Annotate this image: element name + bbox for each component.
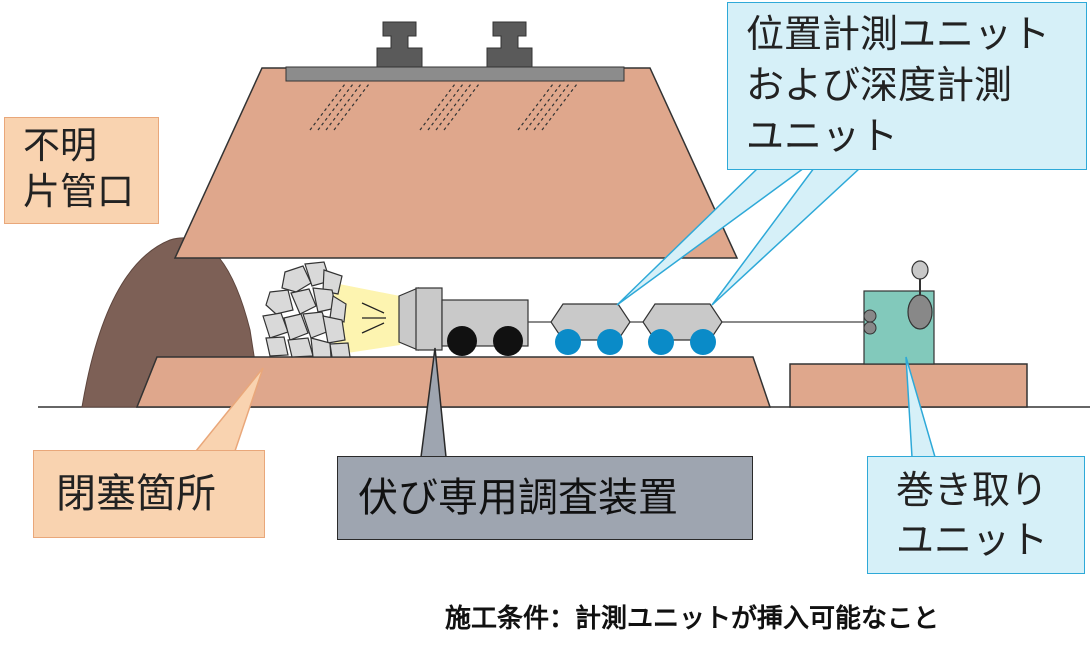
pulley-icon bbox=[863, 321, 877, 335]
rail-icon bbox=[376, 21, 423, 68]
device-label: 伏び専用調査装置 bbox=[337, 456, 753, 540]
survey-device bbox=[398, 287, 529, 356]
rail-icon bbox=[486, 21, 533, 68]
closure-label: 閉塞箇所 bbox=[33, 450, 265, 538]
position-unit-label-line3: ユニット bbox=[746, 114, 899, 158]
closure-label-text: 閉塞箇所 bbox=[56, 471, 216, 517]
callout-tail-position-2 bbox=[711, 167, 862, 306]
position-unit-label: 位置計測ユニット および深度計測 ユニット bbox=[727, 2, 1087, 170]
winder-label-line1: 巻き取り bbox=[896, 468, 1049, 512]
construction-condition-text: 施工条件：計測ユニットが挿入可能なこと bbox=[445, 604, 940, 634]
debris-icon bbox=[262, 261, 351, 358]
pulley-icon bbox=[863, 309, 877, 323]
winder-label: 巻き取り ユニット bbox=[867, 456, 1085, 574]
wheel-icon bbox=[493, 326, 523, 356]
reel-icon bbox=[907, 294, 933, 330]
pipe-bed-lower bbox=[135, 356, 772, 408]
position-unit-label-line2: および深度計測 bbox=[746, 63, 1013, 107]
wheel-icon bbox=[648, 329, 674, 355]
wheel-icon bbox=[690, 329, 716, 355]
unknown-pipe-label: 不明 片管口 bbox=[4, 117, 159, 224]
device-label-text: 伏び専用調査装置 bbox=[358, 475, 678, 521]
embankment-hatching bbox=[309, 83, 578, 131]
rail-plate bbox=[285, 66, 625, 82]
device-camera-block bbox=[415, 287, 443, 351]
measurement-cart-2 bbox=[642, 303, 723, 355]
unknown-pipe-label-line1: 不明 bbox=[23, 124, 97, 167]
camera-light-beam bbox=[334, 283, 400, 355]
measurement-cart-1 bbox=[550, 303, 631, 355]
camera-light-icon bbox=[361, 302, 386, 334]
reel-handle-icon bbox=[911, 260, 929, 280]
unknown-pipe-label-line2: 片管口 bbox=[23, 170, 134, 213]
wheel-icon bbox=[555, 329, 581, 355]
winder-unit bbox=[863, 260, 935, 365]
wheel-icon bbox=[597, 329, 623, 355]
position-unit-label-line1: 位置計測ユニット bbox=[746, 12, 1051, 56]
embankment-upper bbox=[173, 67, 739, 259]
winder-label-line2: ユニット bbox=[896, 518, 1049, 562]
device-camera-head bbox=[398, 287, 419, 351]
wheel-icon bbox=[447, 326, 477, 356]
